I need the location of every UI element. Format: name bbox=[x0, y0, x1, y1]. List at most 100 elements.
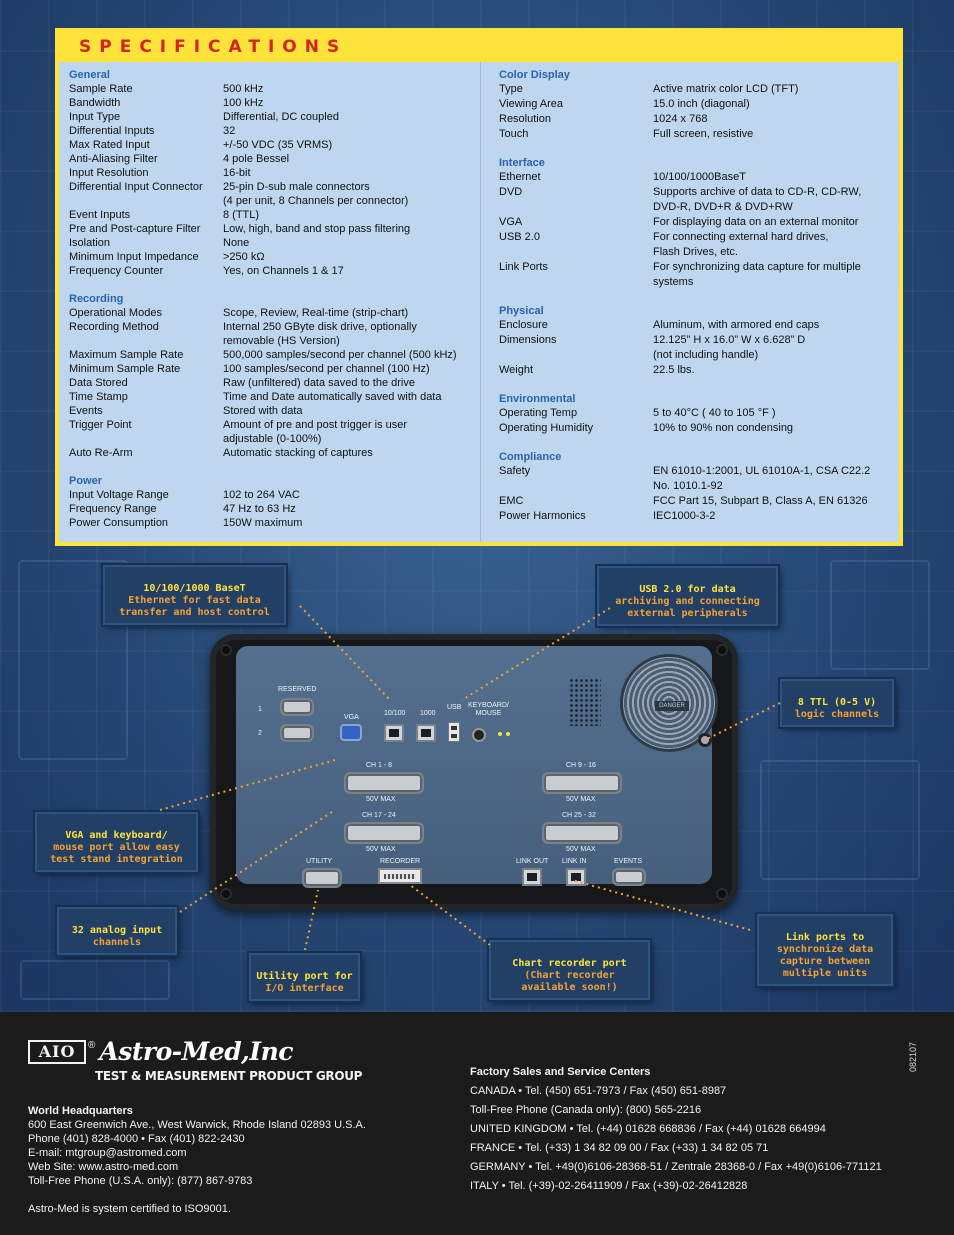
ethernet-port-1[interactable] bbox=[384, 724, 404, 742]
spec-value: IEC1000-3-2 bbox=[653, 510, 716, 522]
label-recorder: RECORDER bbox=[380, 858, 421, 865]
analog-input-ch-17-24[interactable] bbox=[344, 822, 424, 844]
spec-value: Raw (unfiltered) data saved to the drive bbox=[223, 377, 415, 389]
callout-ethernet-body: Ethernet for fast data transfer and host… bbox=[119, 595, 270, 618]
spec-label: Minimum Sample Rate bbox=[69, 363, 181, 375]
keyboard-mouse-port[interactable] bbox=[472, 728, 486, 742]
spec-value: Amount of pre and post trigger is user a… bbox=[223, 419, 408, 445]
sales-service-centers: Factory Sales and Service Centers CANADA… bbox=[470, 1063, 930, 1196]
analog-input-ch-1-8[interactable] bbox=[344, 772, 424, 794]
specifications-title: SPECIFICATIONS bbox=[79, 37, 348, 57]
analog-input-ch-25-32[interactable] bbox=[542, 822, 622, 844]
spec-label: Minimum Input Impedance bbox=[69, 251, 199, 263]
spec-value: 32 bbox=[223, 125, 236, 137]
label-port-2: 2 bbox=[258, 730, 262, 737]
label-reserved: RESERVED bbox=[278, 686, 317, 693]
spec-value: FCC Part 15, Subpart B, Class A, EN 6132… bbox=[653, 495, 868, 507]
spec-label: Trigger Point bbox=[69, 419, 132, 431]
label-events: EVENTS bbox=[614, 858, 643, 865]
screw-icon bbox=[220, 888, 232, 900]
label-port-1: 1 bbox=[258, 706, 262, 713]
spec-section-heading: Recording bbox=[69, 293, 124, 305]
spec-value: Active matrix color LCD (TFT) bbox=[653, 83, 799, 95]
spec-value: EN 61010-1:2001, UL 61010A-1, CSA C22.2 … bbox=[653, 465, 871, 492]
label-ch-9-16: CH 9 - 16 bbox=[566, 762, 596, 769]
utility-port[interactable] bbox=[302, 868, 342, 888]
spec-row: Ethernet 10/100/1000BaseT bbox=[499, 170, 899, 185]
spec-label: Input Type bbox=[69, 111, 121, 123]
spec-section-heading: Environmental bbox=[499, 393, 576, 405]
callout-usb-head: USB 2.0 for data bbox=[639, 584, 736, 595]
spec-value: None bbox=[223, 237, 250, 249]
iso-certification: Astro-Med is system certified to ISO9001… bbox=[28, 1203, 231, 1215]
usb-port[interactable] bbox=[448, 722, 460, 742]
label-keyboard-mouse: KEYBOARD/ MOUSE bbox=[468, 702, 509, 717]
spec-value: 16-bit bbox=[223, 167, 251, 179]
status-led bbox=[506, 732, 510, 736]
speaker-grille bbox=[569, 678, 601, 726]
spec-section-heading: Physical bbox=[499, 305, 544, 317]
spec-value: 12.125” H x 16.0” W x 6.628” D (not incl… bbox=[653, 334, 806, 361]
callout-utility-head: Utility port for bbox=[256, 971, 353, 982]
spec-value: 10/100/1000BaseT bbox=[653, 171, 746, 183]
spec-value: Automatic stacking of captures bbox=[223, 447, 373, 459]
spec-row: Minimum Input Impedance>250 kΩ bbox=[69, 250, 480, 264]
spec-section-heading: Color Display bbox=[499, 69, 570, 81]
analog-input-ch-9-16[interactable] bbox=[542, 772, 622, 794]
callout-usb-body: archiving and connecting external periph… bbox=[615, 596, 760, 619]
spec-section-heading: General bbox=[69, 69, 110, 81]
label-ch-25-32: CH 25 - 32 bbox=[562, 812, 596, 819]
world-headquarters: World Headquarters 600 East Greenwich Av… bbox=[28, 1104, 448, 1216]
spec-label: Ethernet bbox=[499, 171, 541, 183]
spec-label: Events bbox=[69, 405, 103, 417]
spec-label: EMC bbox=[499, 495, 524, 507]
reserved-port-1[interactable] bbox=[280, 698, 314, 716]
spec-label: Frequency Counter bbox=[69, 265, 164, 277]
company-wordmark: Astro-Med,Inc bbox=[99, 1037, 293, 1066]
center-line: GERMANY • Tel. +49(0)6106-28368-51 / Zen… bbox=[470, 1161, 882, 1173]
hq-line: 600 East Greenwich Ave., West Warwick, R… bbox=[28, 1119, 366, 1131]
footer: AIO ® Astro-Med,Inc TEST & MEASUREMENT P… bbox=[0, 1012, 954, 1235]
reserved-port-2[interactable] bbox=[280, 724, 314, 742]
spec-value: 10% to 90% non condensing bbox=[653, 422, 794, 434]
spec-label: Link Ports bbox=[499, 261, 548, 273]
ttl-events-jack[interactable] bbox=[698, 733, 712, 747]
link-out-port[interactable] bbox=[522, 868, 542, 886]
vga-port[interactable] bbox=[340, 724, 362, 741]
callout-vga-head: VGA and keyboard/ bbox=[65, 830, 168, 841]
brand-logo: AIO ® Astro-Med,Inc bbox=[28, 1037, 293, 1066]
spec-label: Recording Method bbox=[69, 321, 159, 333]
spec-value: 22.5 lbs. bbox=[653, 364, 695, 376]
callout-ethernet-head: 10/100/1000 BaseT bbox=[143, 583, 246, 594]
recorder-port[interactable] bbox=[378, 868, 422, 884]
spec-label: Enclosure bbox=[499, 319, 548, 331]
spec-label: Type bbox=[499, 83, 523, 95]
events-port[interactable] bbox=[612, 868, 646, 886]
screw-icon bbox=[716, 888, 728, 900]
spec-label: Operating Humidity bbox=[499, 422, 594, 434]
label-ch-17-24: CH 17 - 24 bbox=[362, 812, 396, 819]
spec-value: 100 kHz bbox=[223, 97, 264, 109]
callout-ttl-head: 8 TTL (0-5 V) bbox=[797, 697, 877, 708]
spec-label: Resolution bbox=[499, 113, 551, 125]
astro-med-logo-icon: AIO bbox=[28, 1040, 86, 1064]
spec-value: 4 pole Bessel bbox=[223, 153, 290, 165]
spec-value: Full screen, resistive bbox=[653, 128, 754, 140]
spec-value: 25-pin D-sub male connectors (4 per unit… bbox=[223, 181, 409, 207]
fan-warning-label: DANGER bbox=[655, 701, 689, 711]
ethernet-port-2[interactable] bbox=[416, 724, 436, 742]
label-utility: UTILITY bbox=[306, 858, 333, 865]
